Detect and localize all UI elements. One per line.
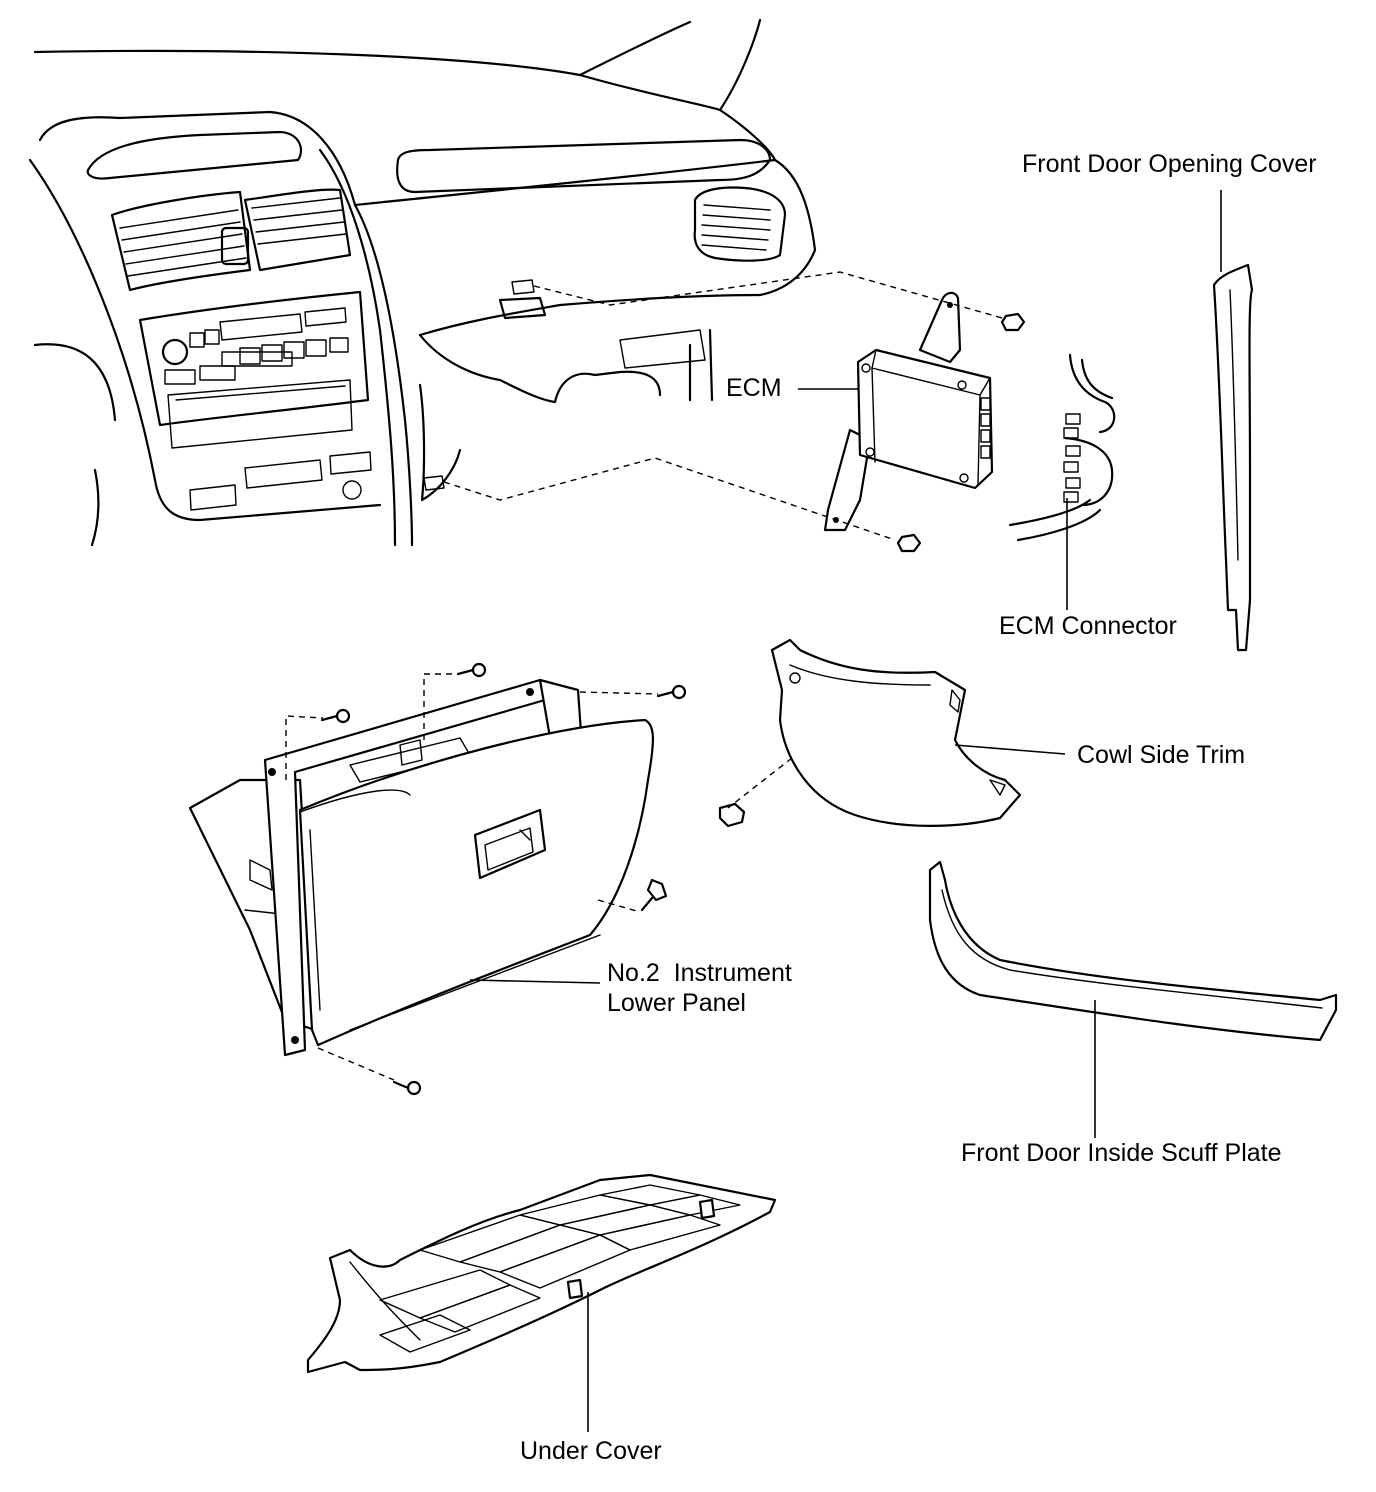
leader-lines — [469, 190, 1222, 1432]
ecm-connector — [1008, 353, 1116, 542]
under-cover — [306, 1173, 777, 1374]
label-instrument-lower-panel-line2: Lower Panel — [607, 989, 746, 1017]
front-door-inside-scuff-plate — [928, 860, 1338, 1042]
label-instrument-lower-panel-line1: No.2 Instrument — [607, 959, 792, 987]
instrument-lower-panel — [188, 662, 687, 1096]
label-ecm-connector: ECM Connector — [999, 612, 1177, 640]
label-cowl-side-trim: Cowl Side Trim — [1077, 741, 1246, 769]
label-front-door-opening-cover: Front Door Opening Cover — [1022, 150, 1317, 178]
label-front-door-inside-scuff-plate: Front Door Inside Scuff Plate — [961, 1139, 1282, 1167]
label-ecm: ECM — [726, 374, 782, 402]
dashboard-illustration — [28, 18, 817, 547]
cowl-side-trim — [718, 638, 1022, 828]
screws — [320, 662, 687, 1096]
ecm-unit — [823, 291, 1026, 553]
label-under-cover: Under Cover — [520, 1437, 662, 1465]
front-door-opening-cover — [1212, 263, 1254, 652]
